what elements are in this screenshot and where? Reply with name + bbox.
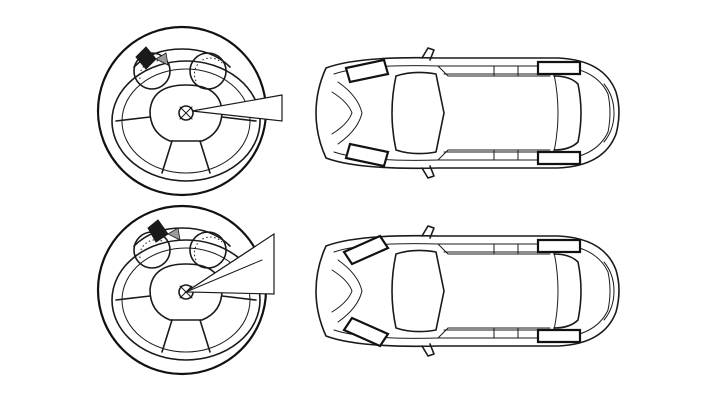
front-right-wheel [342,316,390,348]
rear-left-wheel [536,60,582,76]
rotation-marker-gray [167,227,181,241]
rotation-marker-gray [155,52,169,66]
rear-right-wheel [536,150,582,166]
front-right-wheel [344,142,390,168]
front-left-wheel [344,58,390,84]
car-top-view-turned [315,225,620,357]
callout-pointer [191,94,283,122]
steering-closeup-bottom [96,204,275,376]
front-left-wheel [342,234,390,266]
car-top-view-straight [315,47,620,179]
steering-closeup-top [96,25,283,197]
rear-left-wheel [536,238,582,254]
rear-right-wheel [536,328,582,344]
